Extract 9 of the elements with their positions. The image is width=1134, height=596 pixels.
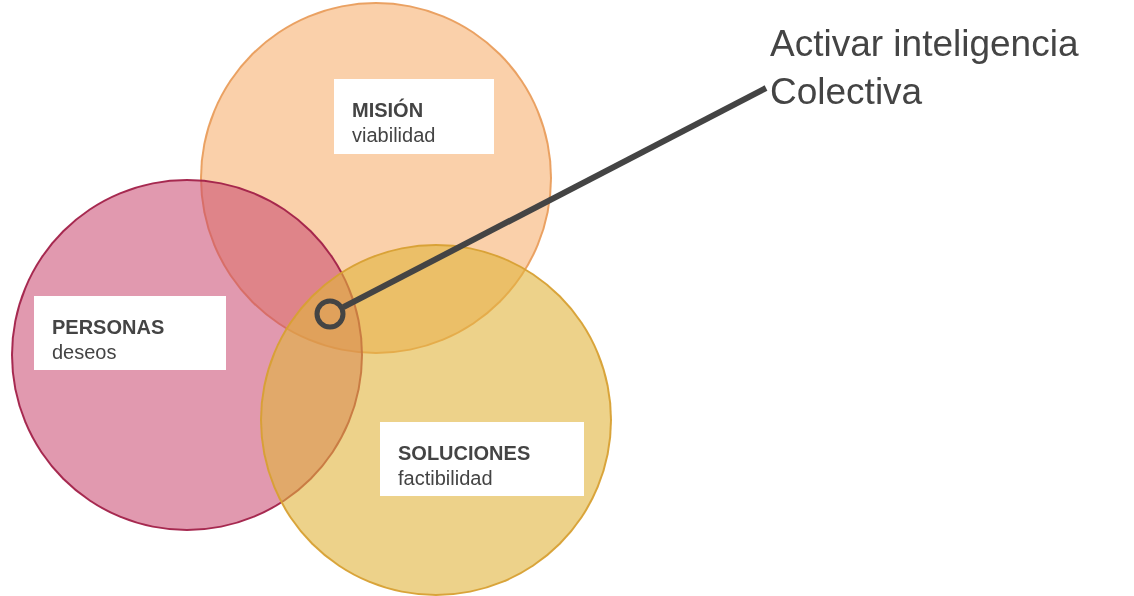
callout-text: Activar inteligencia Colectiva: [770, 20, 1134, 116]
body-text: deseos: [52, 340, 118, 364]
body-text: viabilidad: [352, 123, 437, 147]
body-text: factibilidad: [398, 466, 494, 490]
leader-line: [341, 85, 768, 310]
ring-marker: [314, 298, 346, 330]
heading-text: PERSONAS: [52, 315, 166, 340]
heading-text: SOLUCIONES: [398, 441, 532, 466]
heading-text: MISIÓN: [352, 97, 425, 123]
